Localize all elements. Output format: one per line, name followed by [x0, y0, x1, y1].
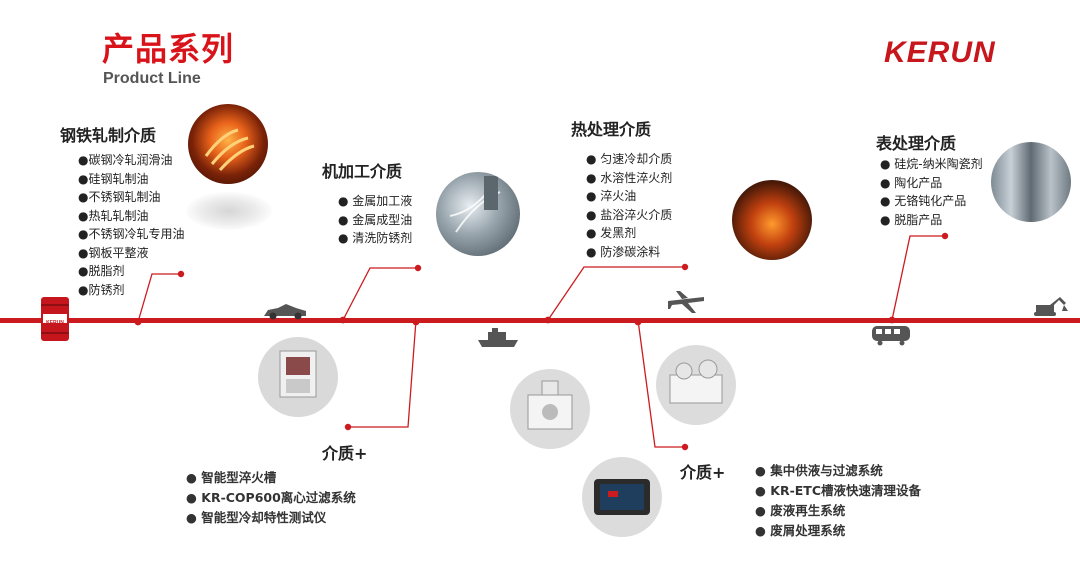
list-item: ●脱脂剂 — [78, 264, 125, 278]
list-item: ● 清洗防锈剂 — [338, 231, 413, 245]
timeline-bar — [0, 318, 1080, 323]
list-item: ● 淬火油 — [586, 189, 637, 203]
kerun-logo: KERUN — [884, 36, 996, 69]
list-item: ● 水溶性淬火剂 — [586, 170, 673, 185]
steel-coil-photo — [188, 104, 268, 184]
list-item: ●碳钢冷轧润滑油 — [78, 153, 173, 167]
photo-reflection — [186, 192, 272, 230]
quench-tank-photo — [258, 337, 338, 417]
filtration-system-photo — [656, 345, 736, 425]
medium-plus-list-1: ● 智能型淬火槽 ● KR-COP600离心过滤系统 ● 智能型冷却特性测试仪 — [186, 468, 356, 528]
machining-list: ● 金属加工液 ● 金属成型油 ● 清洗防锈剂 — [338, 192, 412, 248]
list-item: ● 智能型冷却特性测试仪 — [186, 510, 327, 525]
list-item: ●热轧轧制油 — [78, 208, 149, 223]
list-item: ● 发黑剂 — [586, 226, 637, 240]
furnace-photo — [732, 180, 812, 260]
machining-photo — [436, 172, 520, 256]
page-subtitle: Product Line — [103, 70, 201, 87]
list-item: ● 智能型淬火槽 — [186, 470, 277, 485]
list-item: ● 脱脂产品 — [880, 212, 943, 227]
airplane-icon — [668, 291, 704, 313]
list-item: ●不锈钢轧制油 — [78, 190, 161, 204]
list-item: ● 匀速冷却介质 — [586, 152, 673, 166]
medium-plus-title-2: 介质+ — [680, 463, 726, 482]
list-item: ● 金属成型油 — [338, 212, 413, 227]
heat-treatment-list: ● 匀速冷却介质 ● 水溶性淬火剂 ● 淬火油 ● 盐浴淬火介质 ● 发黑剂 ●… — [586, 150, 672, 261]
page-title: 产品系列 — [102, 30, 235, 68]
list-item: ● KR-COP600离心过滤系统 — [186, 490, 356, 505]
list-item: ●钢板平整液 — [78, 245, 149, 260]
train-icon — [872, 326, 910, 346]
centrifugal-filter-photo — [510, 369, 590, 449]
medium-plus-title-1: 介质+ — [322, 444, 368, 463]
steel-rolling-title: 钢铁轧制介质 — [60, 126, 157, 145]
list-item: ● 硅烷-纳米陶瓷剂 — [880, 157, 983, 171]
machining-title: 机加工介质 — [322, 162, 403, 181]
list-item: ●不锈钢冷轧专用油 — [78, 227, 185, 241]
surface-line-photo — [991, 142, 1071, 222]
list-item: ● 防渗碳涂料 — [586, 244, 661, 259]
list-item: ● 盐浴淬火介质 — [586, 207, 673, 222]
car-icon — [264, 304, 306, 320]
ship-icon — [478, 328, 518, 347]
cooling-tester-photo — [582, 457, 662, 537]
steel-rolling-list: ●碳钢冷轧润滑油 ●硅钢轧制油 ●不锈钢轧制油 ●热轧轧制油 ●不锈钢冷轧专用油… — [78, 151, 184, 299]
oil-barrel-icon — [41, 297, 69, 341]
surface-treatment-list: ● 硅烷-纳米陶瓷剂 ● 陶化产品 ● 无铬钝化产品 ● 脱脂产品 — [880, 155, 983, 229]
list-item: ● 废屑处理系统 — [755, 523, 846, 538]
list-item: ● 陶化产品 — [880, 175, 943, 190]
list-item: ● 金属加工液 — [338, 194, 413, 208]
list-item: ●防锈剂 — [78, 282, 125, 297]
list-item: ● 无铬钝化产品 — [880, 194, 967, 208]
barrel-label: KERUN — [46, 320, 64, 326]
list-item: ● KR-ETC槽液快速清理设备 — [755, 483, 921, 498]
list-item: ●硅钢轧制油 — [78, 171, 149, 186]
list-item: ● 废液再生系统 — [755, 503, 846, 518]
heat-treatment-title: 热处理介质 — [571, 120, 652, 139]
excavator-icon — [1034, 297, 1068, 316]
list-item: ● 集中供液与过滤系统 — [755, 463, 883, 478]
surface-treatment-title: 表处理介质 — [876, 134, 957, 153]
medium-plus-list-2: ● 集中供液与过滤系统 ● KR-ETC槽液快速清理设备 ● 废液再生系统 ● … — [755, 461, 921, 541]
